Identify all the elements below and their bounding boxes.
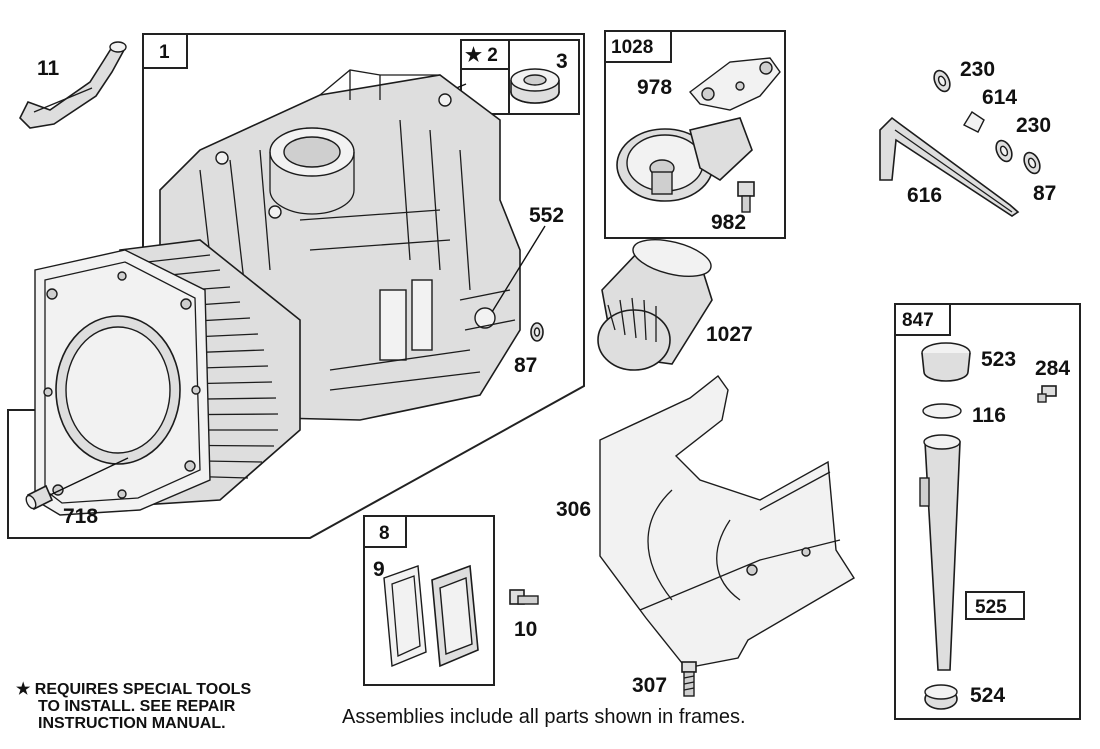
label-847: 847 (902, 310, 934, 331)
label-525: 525 (975, 597, 1007, 618)
breather-cover-part (431, 564, 479, 668)
label-284: 284 (1035, 357, 1070, 380)
cylinder-block-part (34, 69, 521, 516)
screw-10-part (509, 589, 539, 605)
label-982: 982 (711, 211, 746, 234)
tube-11-part (19, 41, 127, 129)
label-10: 10 (514, 618, 537, 641)
bolt-307-part (681, 661, 697, 697)
label-9: 9 (373, 558, 385, 581)
dowel-718-part (25, 484, 54, 511)
washer-87-b-part (1023, 151, 1041, 175)
frame-2-3-seal: ★ 2 3 (460, 39, 580, 115)
washer-230-b-part (995, 139, 1013, 163)
label-978: 978 (637, 76, 672, 99)
adapter-part (616, 117, 753, 202)
label-307: 307 (632, 674, 667, 697)
bolt-982-part (737, 181, 755, 213)
label-614: 614 (982, 86, 1017, 109)
frame-847-dipstick: 847 525 523 284 116 524 (894, 303, 1081, 720)
label-87-b: 87 (1033, 182, 1056, 205)
label-718: 718 (63, 505, 98, 528)
governor-shaft-616-part (879, 116, 1020, 217)
label-524: 524 (970, 684, 1005, 707)
label-1: 1 (159, 42, 170, 63)
oil-filter-1027-part (597, 239, 713, 371)
label-3: 3 (556, 50, 568, 73)
seal-524-part (924, 684, 958, 710)
assemblies-caption: Assemblies include all parts shown in fr… (342, 706, 746, 728)
note-line-2: TO INSTALL. SEE REPAIR (38, 698, 236, 715)
label-616: 616 (907, 184, 942, 207)
special-tools-note: ★ REQUIRES SPECIAL TOOLS TO INSTALL. SEE… (16, 681, 251, 732)
baffle-306-part (599, 374, 855, 669)
label-2: ★ 2 (465, 45, 498, 66)
dipstick-tube-part (919, 434, 961, 671)
frame-8-breather: 8 9 (363, 515, 495, 686)
note-line-3: INSTRUCTION MANUAL. (38, 715, 226, 732)
label-1027: 1027 (706, 323, 753, 346)
label-11: 11 (37, 57, 60, 80)
label-523: 523 (981, 348, 1016, 371)
label-552: 552 (529, 204, 564, 227)
label-230-b: 230 (1016, 114, 1051, 137)
frame-1-cylinder-block: 1 ★ 2 3 (7, 33, 585, 539)
clip-614-part (963, 111, 985, 133)
screw-284-part (1037, 385, 1057, 403)
note-line-1: ★ REQUIRES SPECIAL TOOLS (16, 681, 251, 698)
dipstick-cap-523-part (921, 342, 971, 382)
washer-87-part (530, 322, 544, 342)
label-116: 116 (972, 404, 1006, 427)
gasket-978-part (688, 57, 781, 111)
o-ring-116-part (922, 403, 962, 419)
frame-1028-filter-adapter: 1028 978 982 (604, 30, 786, 239)
washer-230-a-part (933, 69, 951, 93)
label-230-a: 230 (960, 58, 995, 81)
label-1028: 1028 (611, 37, 653, 58)
label-306: 306 (556, 498, 591, 521)
label-87-a: 87 (514, 354, 537, 377)
seal-part (510, 68, 560, 104)
label-8: 8 (379, 523, 390, 544)
gasket-9-part (383, 565, 427, 668)
